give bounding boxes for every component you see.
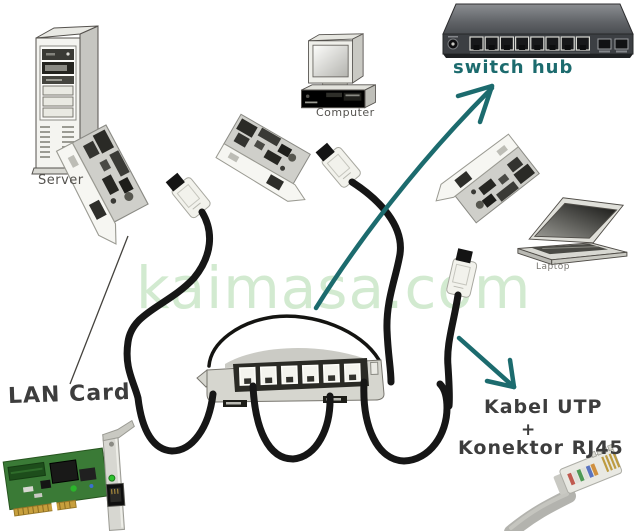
hub-illustration [196,314,385,407]
laptop-label: Laptop [536,262,570,272]
metal-bracket [102,419,135,531]
lan-card-3-illustration [429,132,540,235]
computer-illustration [301,33,376,109]
pci-lan-card-photo [2,419,135,531]
kabel-utp-label: Kabel UTP [484,396,603,418]
lan-card-2-illustration [214,113,327,209]
plus-label: + [521,420,537,440]
utp-cable-laptop [444,291,462,410]
switch-hub-photo [442,3,634,58]
lan-card-pointer-line [69,235,129,385]
cable-loop-middle [249,382,334,463]
laptop-illustration [517,197,628,266]
arrow-to-switch-hub [313,83,495,311]
cable-loop-right [360,378,451,465]
utp-cable-rj45-photo [504,444,623,531]
konektor-rj45-label: Konektor RJ45 [458,437,624,459]
rj45-connector-3 [445,247,481,299]
computer-label: Computer [316,106,375,119]
lan-card-label: LAN Card [7,379,132,410]
switch-hub-label: switch hub [453,57,574,78]
arrow-to-kabel-utp [456,335,517,390]
server-label: Server [38,173,84,188]
utp-cable-computer [348,178,404,386]
utp-cable-server [123,208,217,455]
